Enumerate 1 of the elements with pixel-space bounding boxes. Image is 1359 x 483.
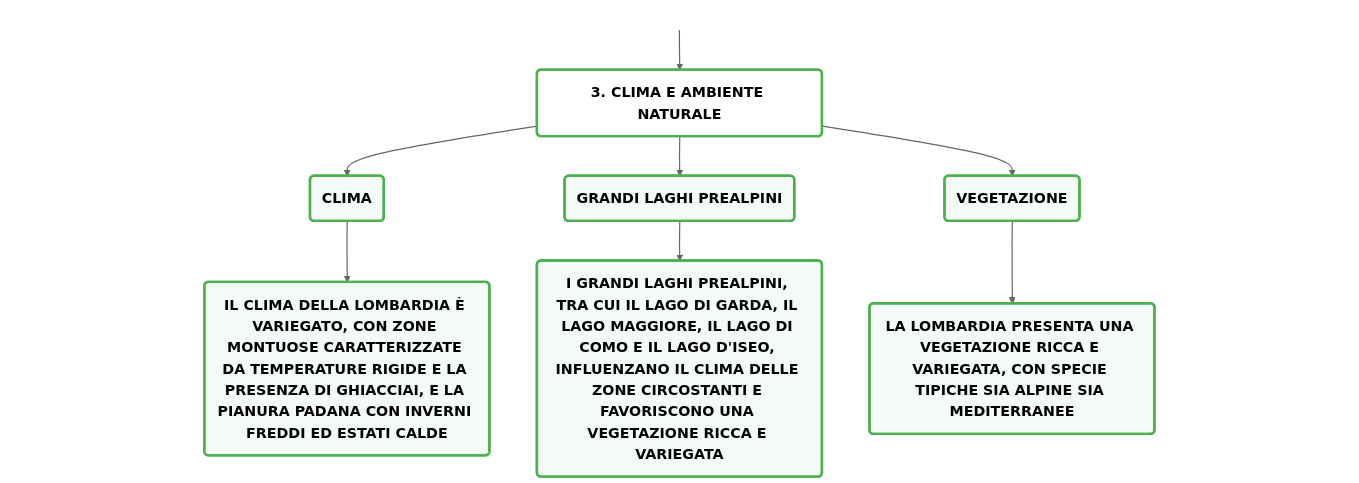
arrow [1008,220,1016,304]
